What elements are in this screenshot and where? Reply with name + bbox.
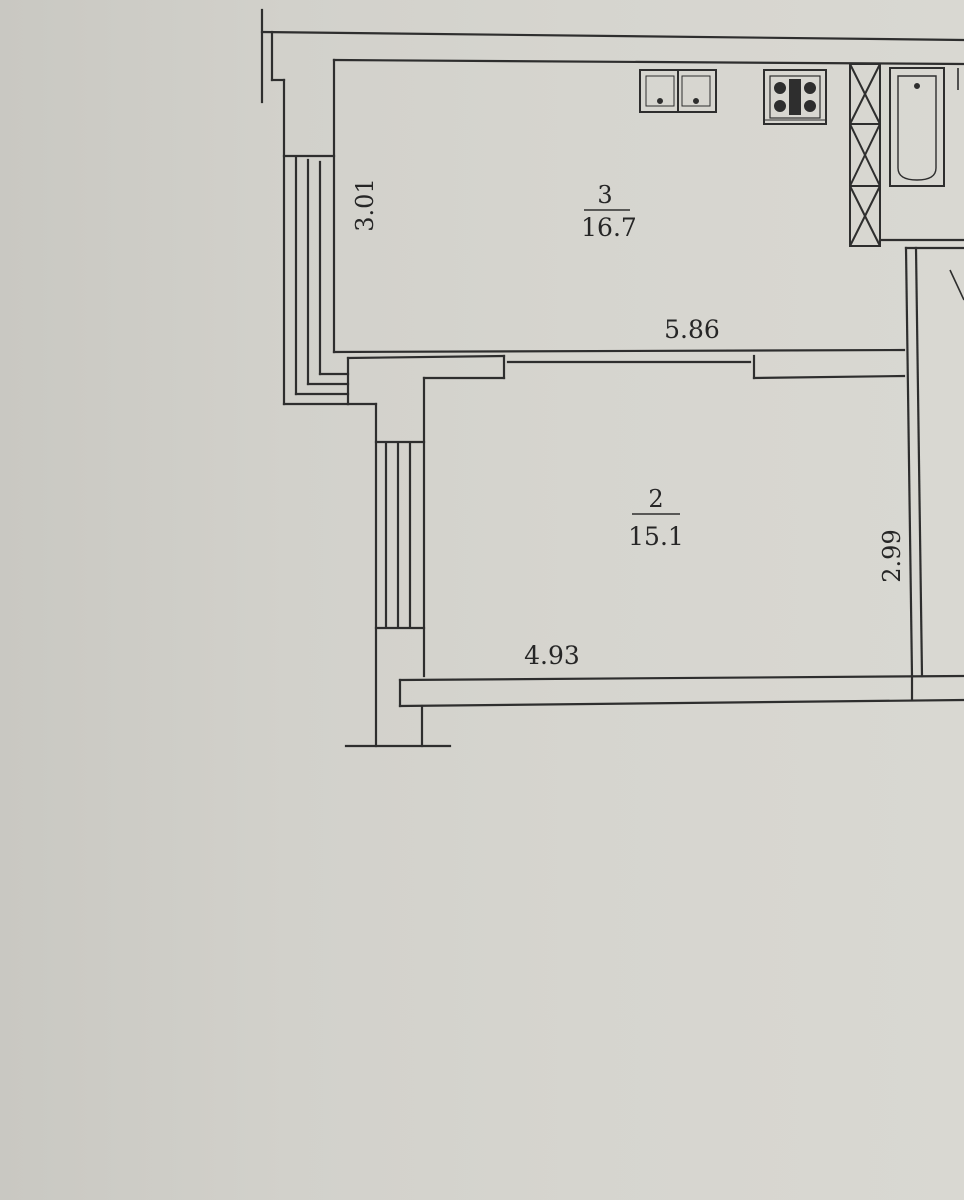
room-2-area: 15.1 xyxy=(628,522,684,551)
room-left-wall xyxy=(344,376,452,748)
bathroom-fixture-icon xyxy=(949,68,964,301)
kitchen-left-wall xyxy=(282,58,350,406)
room-bottom-wall xyxy=(398,674,964,708)
room-3-label: 3 16.7 xyxy=(581,181,637,242)
kitchen-bottom-wall xyxy=(332,348,906,406)
outer-wall-top xyxy=(260,8,964,104)
kitchen-window xyxy=(282,154,350,396)
room-width-dimension: 4.93 xyxy=(524,641,580,670)
kitchen-height-dimension: 3.01 xyxy=(351,178,379,231)
ventilation-shaft-icon xyxy=(849,63,881,247)
partition-wall-right xyxy=(878,238,964,678)
room-3-number: 3 xyxy=(597,181,612,209)
bathtub-icon xyxy=(889,67,945,187)
room-2-label: 2 15.1 xyxy=(628,485,684,551)
room-3-area: 16.7 xyxy=(581,213,637,242)
kitchen-width-dimension: 5.86 xyxy=(664,315,720,344)
stove-icon xyxy=(763,69,827,125)
room-height-dimension: 2.99 xyxy=(878,529,906,582)
room-2-number: 2 xyxy=(648,485,663,513)
kitchen-sink-icon xyxy=(639,69,717,113)
